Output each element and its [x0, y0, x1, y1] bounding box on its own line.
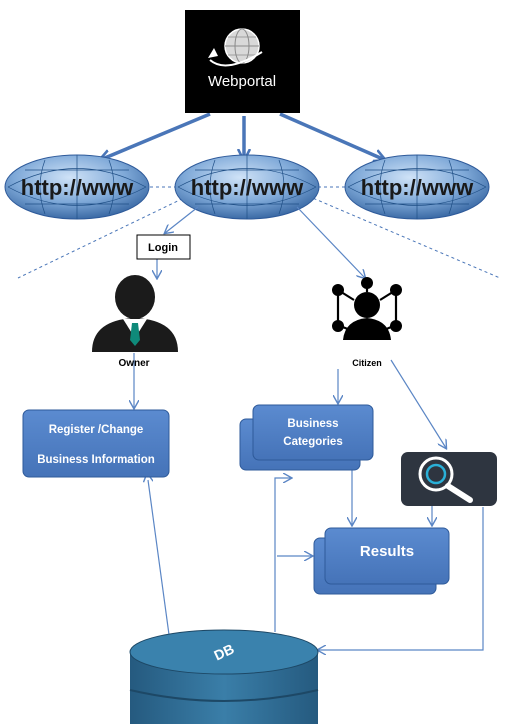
login-node: Login	[136, 234, 191, 260]
categories-box: Business Categories	[239, 404, 374, 471]
webportal-label: Webportal	[208, 73, 276, 90]
register-box: Register /Change Business Information	[22, 409, 170, 478]
globe-left: http://www	[4, 154, 150, 220]
categories-line1: Business	[287, 418, 338, 430]
globe-url-left: http://www	[21, 175, 134, 200]
webportal-node: Webportal	[185, 10, 300, 113]
search-icon	[401, 452, 497, 506]
network-person-icon	[332, 277, 402, 340]
owner-label: Owner	[118, 358, 149, 369]
portal-arrows	[100, 112, 385, 160]
dashed-lines	[17, 186, 501, 279]
citizen-label: Citizen	[352, 358, 382, 368]
login-label: Login	[148, 242, 178, 254]
owner-icon	[92, 275, 178, 352]
globe-right: http://www	[344, 154, 490, 220]
register-line2: Business Information	[37, 454, 155, 466]
flow-arrows	[134, 206, 484, 650]
globe-cursor-icon	[208, 28, 263, 67]
globe-url-right: http://www	[361, 175, 474, 200]
db-label: DB	[211, 640, 236, 663]
database-icon: DB	[129, 629, 319, 724]
globe-center: http://www	[174, 154, 320, 220]
register-line1: Register /Change	[49, 424, 144, 436]
results-box: Results	[313, 527, 450, 595]
globe-url-center: http://www	[191, 175, 304, 200]
categories-line2: Categories	[283, 436, 342, 448]
results-label: Results	[360, 543, 414, 560]
